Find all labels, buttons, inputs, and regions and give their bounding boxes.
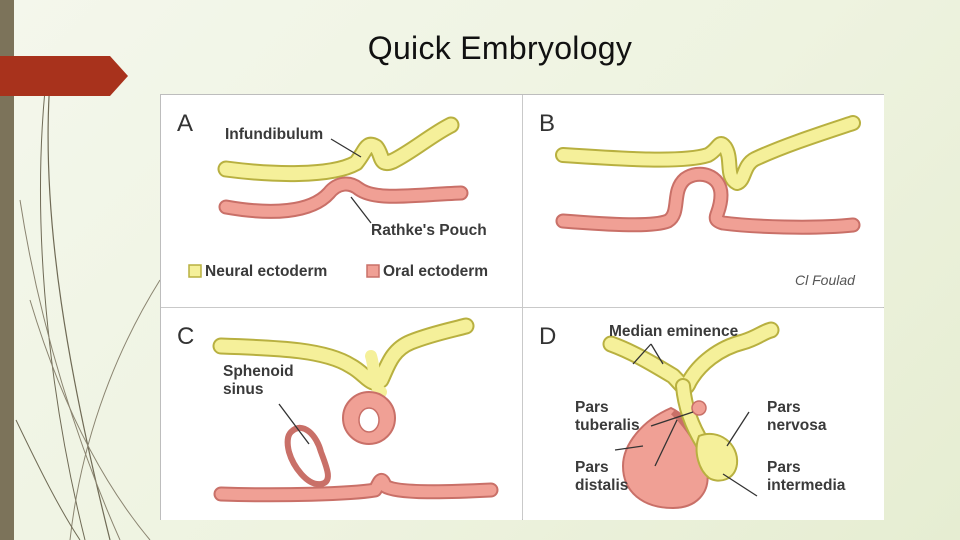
label-pars-intermedia-1: Pars bbox=[767, 459, 801, 476]
panel-c: C Sphenoid sinus bbox=[161, 308, 522, 520]
panel-letter-b: B bbox=[539, 110, 555, 137]
legend-swatch-oral bbox=[366, 264, 380, 278]
label-pars-intermedia-2: intermedia bbox=[767, 477, 846, 494]
label-sinus: sinus bbox=[223, 381, 263, 398]
sphenoid-sinus-shape bbox=[284, 424, 331, 488]
label-pars-nervosa-1: Pars bbox=[767, 399, 801, 416]
label-pars-tuberalis-1: Pars bbox=[575, 399, 609, 416]
label-pars-nervosa-2: nervosa bbox=[767, 417, 827, 434]
legend-neural-ectoderm: Neural ectoderm bbox=[205, 263, 327, 280]
panel-a: A Infundibulum Rathke's Pouch Neural ect… bbox=[161, 95, 522, 307]
panel-letter-d: D bbox=[539, 323, 556, 350]
label-infundibulum: Infundibulum bbox=[225, 126, 323, 143]
title-accent-tab bbox=[0, 56, 128, 96]
panel-letter-c: C bbox=[177, 323, 194, 350]
panel-divider-horizontal bbox=[161, 307, 883, 308]
label-sphenoid: Sphenoid bbox=[223, 363, 294, 380]
pars-tuberalis-shape bbox=[691, 400, 707, 416]
label-median-eminence: Median eminence bbox=[609, 323, 739, 340]
label-pars-distalis-1: Pars bbox=[575, 459, 609, 476]
panel-b: B Cl Foulad bbox=[523, 95, 884, 307]
label-pars-distalis-2: distalis bbox=[575, 477, 628, 494]
label-pars-tuberalis-2: tuberalis bbox=[575, 417, 640, 434]
legend-oral-ectoderm: Oral ectoderm bbox=[383, 263, 488, 280]
decorative-lines bbox=[15, 79, 161, 540]
slide-title: Quick Embryology bbox=[367, 30, 633, 66]
left-accent-bar bbox=[0, 0, 14, 540]
pituitary-development-figure: A Infundibulum Rathke's Pouch Neural ect… bbox=[160, 94, 884, 520]
panel-letter-a: A bbox=[177, 110, 193, 137]
label-rathkes-pouch: Rathke's Pouch bbox=[371, 222, 487, 239]
artist-signature: Cl Foulad bbox=[795, 272, 856, 288]
legend-swatch-neural bbox=[188, 264, 202, 278]
panel-d: D Median eminence Pars tuberalis Pars ne… bbox=[523, 308, 884, 520]
